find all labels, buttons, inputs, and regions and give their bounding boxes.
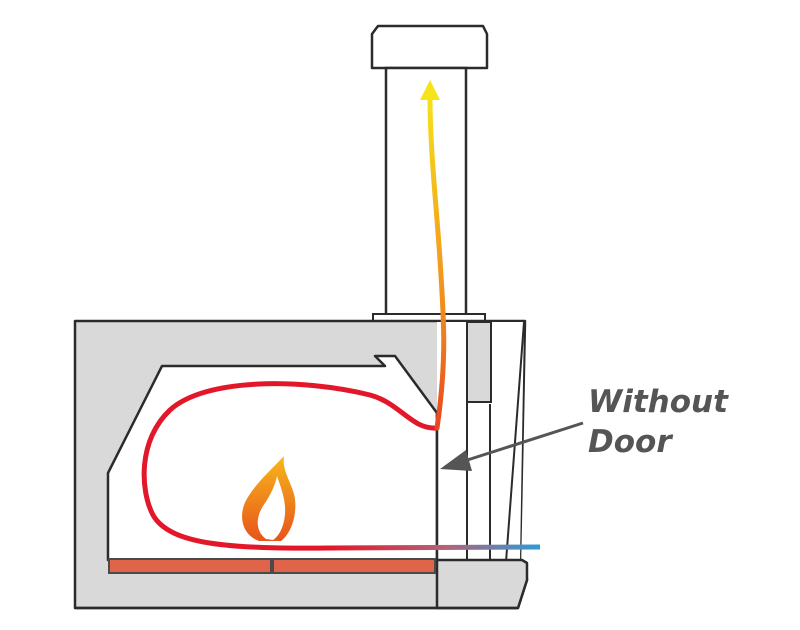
oven-front-lip xyxy=(435,558,529,610)
oven-opening xyxy=(437,322,524,560)
exhaust-flow xyxy=(427,93,447,431)
hot-air-flow xyxy=(141,381,440,551)
annotation-arrowhead xyxy=(440,450,472,471)
door-post xyxy=(466,321,492,403)
door-frame-line xyxy=(505,321,525,563)
without-door-label: Without Door xyxy=(588,382,728,462)
annotation-arrow-line xyxy=(457,421,584,465)
label-line-1: Without xyxy=(588,384,728,420)
chimney-cap xyxy=(370,24,489,70)
label-line-2: Door xyxy=(588,424,672,460)
exhaust-arrowhead xyxy=(420,80,440,100)
cool-air-flow xyxy=(329,544,541,551)
chimney-pipe xyxy=(384,66,468,324)
fire-flame xyxy=(242,456,296,541)
hearth-brick xyxy=(108,558,272,574)
hearth-brick xyxy=(272,558,436,574)
